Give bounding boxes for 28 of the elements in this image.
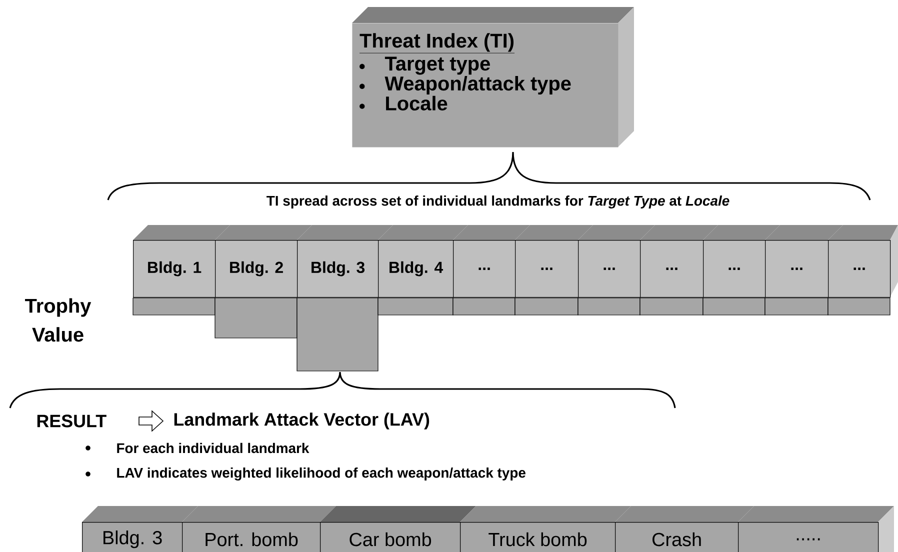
node-label: Car bomb [350,532,432,546]
node-label: Port. bomb [206,532,298,546]
landmark-cell: ... [765,225,843,298]
attack-vector-cell: Bldg. 3 [82,506,198,552]
landmark-cell: Bldg. 4 [378,225,468,298]
landmark-cell: ... [453,225,530,298]
landmark-cell: ... [703,225,780,298]
attack-vector-cell: Port. bomb [182,506,336,552]
landmark-cell: Bldg. 1 [133,225,230,298]
attack-vector-cell: ..... [738,506,894,552]
attack-vector-cell: Truck bomb [460,506,631,552]
landmark-cell: ... [828,225,898,298]
bullet-text: LAV indicates weighted likelihood of each weapon/attack type [86,467,526,481]
attack-vector-cell: Crash [615,506,754,552]
node-label: Bldg. 3 [104,530,162,548]
caption-text: TI spread across set of individual landmarks for Target Type at Locale [266,196,730,208]
result-text: RESULT [37,414,106,428]
attack-vector-cell: Car bomb [320,506,476,552]
landmark-cell: Bldg. 2 [215,225,312,298]
landmark-cell: ... [640,225,718,298]
node-label: Truck bomb [488,532,587,546]
axis-label: Trophy Value [25,298,92,342]
heading-text: Landmark Attack Vector (LAV) [174,412,430,430]
landmark-cell: ... [515,225,593,298]
landmark-cell: ... [578,225,655,298]
node-label: Crash [652,532,701,546]
bullet-text: For each individual landmark [86,442,310,454]
threat-index-box: Threat Index (TI) Target type Weapon/attack type Locale [352,7,634,148]
